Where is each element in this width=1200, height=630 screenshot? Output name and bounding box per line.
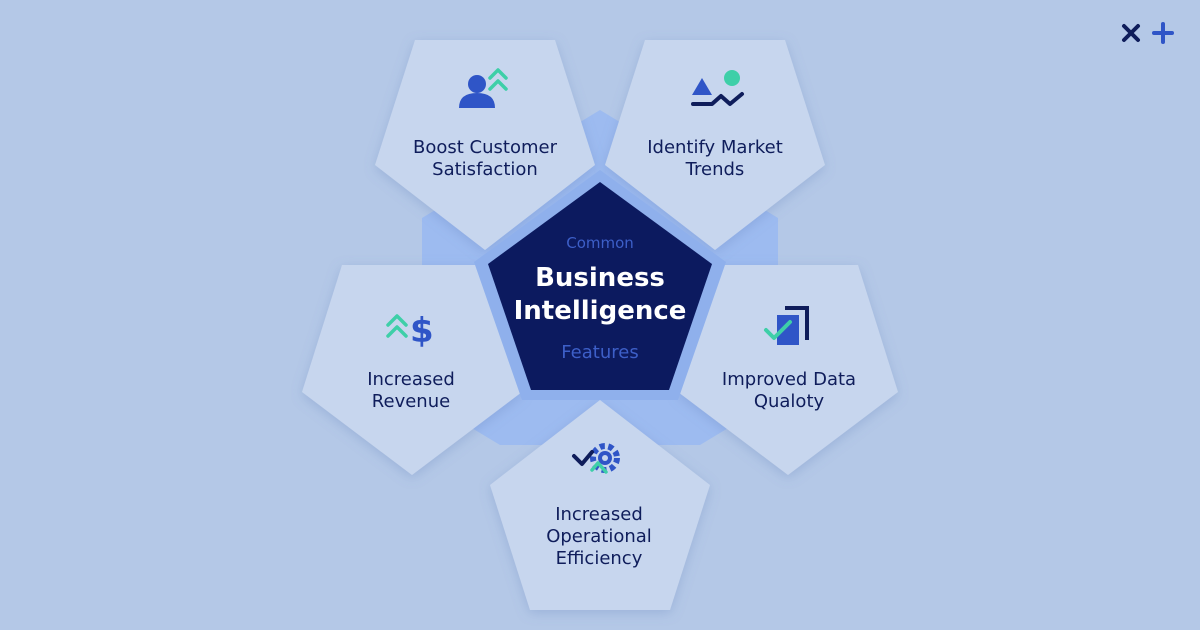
center-title: Business Intelligence bbox=[480, 262, 720, 328]
center-pentagon bbox=[488, 182, 712, 390]
tile-data-quality bbox=[678, 265, 898, 475]
label-data-quality: Improved Data Qualoty bbox=[721, 369, 857, 412]
center-eyebrow: Common bbox=[566, 234, 634, 252]
label-operational-efficiency: Increased Operational Efficiency bbox=[546, 504, 652, 569]
label-market-trends: Identify Market Trends bbox=[647, 137, 783, 180]
center-title-line1: Business bbox=[535, 263, 665, 293]
dollar-up-icon: $ bbox=[386, 311, 434, 351]
tile-market-trends bbox=[605, 40, 825, 250]
data-check-icon bbox=[764, 306, 809, 345]
svg-text:$: $ bbox=[410, 311, 434, 351]
tile-operational-efficiency bbox=[490, 400, 710, 610]
tile-revenue bbox=[302, 265, 522, 475]
label-boost-customer: Boost Customer Satisfaction bbox=[413, 137, 557, 180]
center-title-line2: Intelligence bbox=[513, 296, 687, 326]
tile-boost-customer bbox=[375, 40, 595, 250]
label-revenue: Increased Revenue bbox=[367, 369, 455, 412]
brand-logo-icon bbox=[1122, 22, 1174, 44]
center-subtitle: Features bbox=[561, 342, 639, 363]
user-boost-icon bbox=[459, 68, 508, 108]
market-trend-icon bbox=[691, 70, 744, 106]
gear-check-icon bbox=[572, 443, 620, 474]
